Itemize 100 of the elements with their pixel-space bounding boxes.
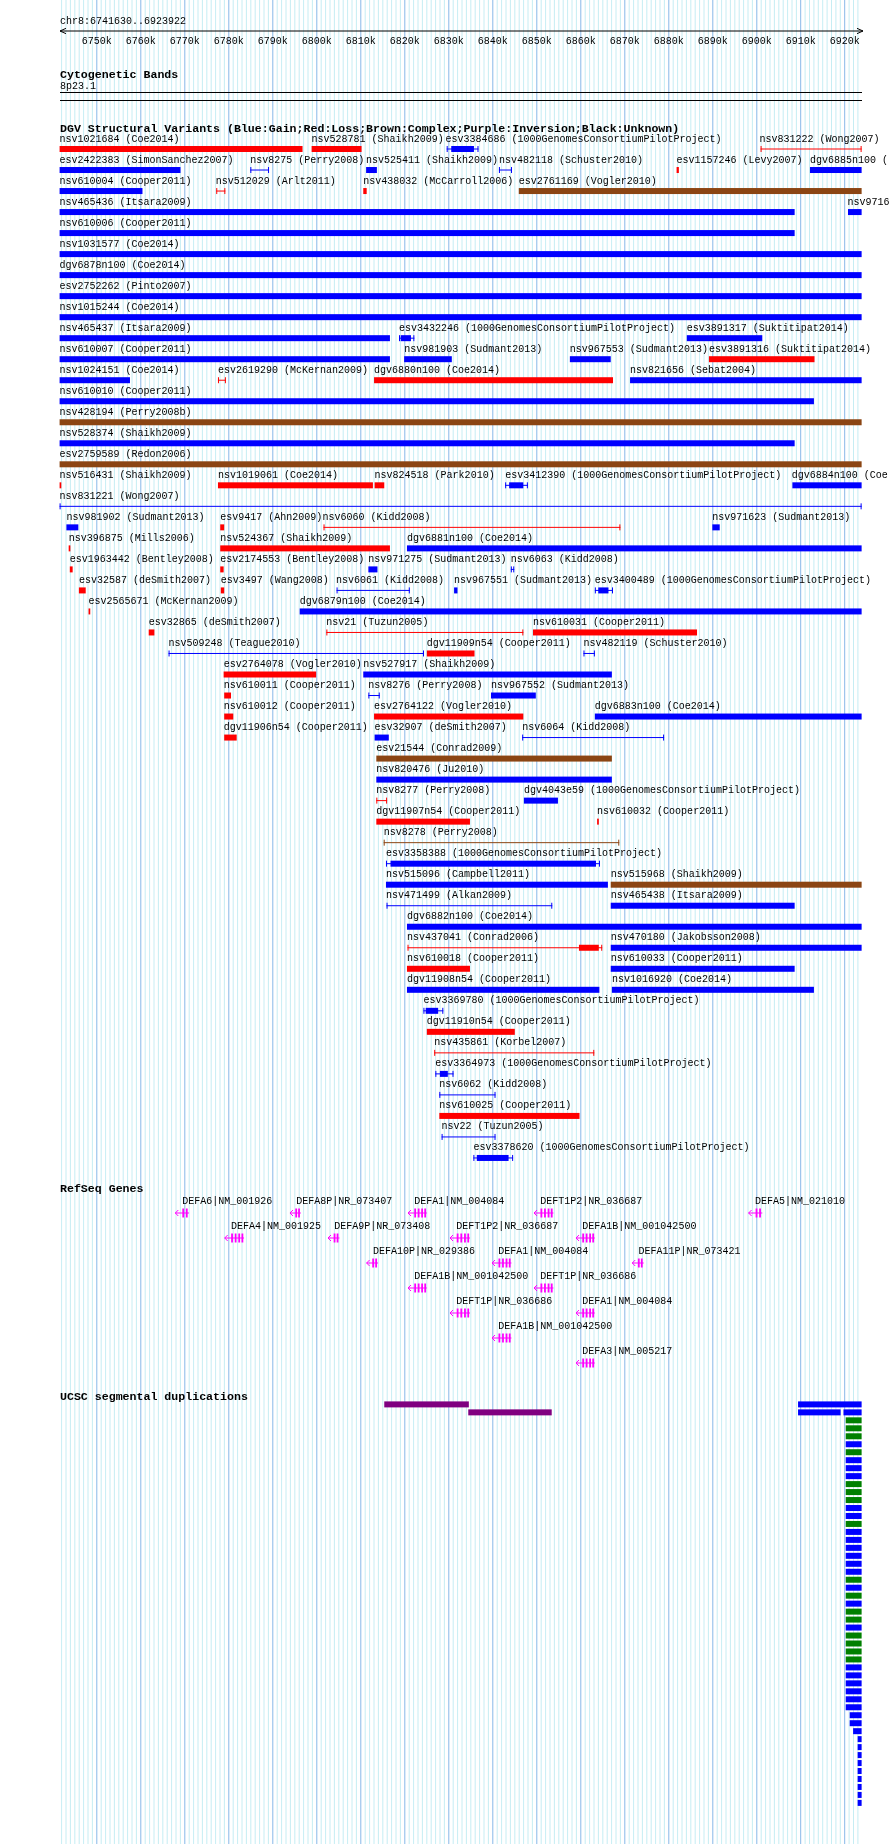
variant-label: nsv610004 (Cooper2011) (59, 175, 192, 187)
variant-label: nsv465436 (Itsara2009) (59, 196, 192, 208)
variant-label: nsv8278 (Perry2008) (383, 827, 498, 839)
variant-label: dgv11907n54 (Cooper2011) (376, 806, 521, 818)
gene-label: DEFT1P|NR_036686 (540, 1270, 637, 1282)
band-name: 8p23.1 (60, 80, 96, 92)
variant-label: nsv610012 (Cooper2011) (223, 701, 356, 713)
gene-label: DEFA8P|NR_073407 (296, 1195, 393, 1207)
variant-label: nsv9716 (847, 196, 890, 208)
variant-label: esv3432246 (1000GenomesConsortiumPilotProject) (399, 322, 676, 334)
ruler-tick-label: 6890k (697, 35, 728, 47)
ruler-tick-label: 6810k (345, 35, 376, 47)
variant-label: esv2764078 (Vogler2010) (223, 659, 362, 670)
variant-label: esv1963442 (Bentley2008) (69, 553, 214, 565)
variant-label: nsv8275 (Perry2008) (250, 154, 365, 166)
variant-label: esv3358388 (1000GenomesConsortiumPilotProject) (385, 848, 662, 860)
variant-label: nsv8277 (Perry2008) (376, 785, 491, 797)
variant-label: esv3378620 (1000GenomesConsortiumPilotProject) (473, 1142, 750, 1154)
variant-label: nsv516431 (Shaikh2009) (59, 469, 192, 481)
variant-label: esv1157246 (Levy2007) (676, 154, 803, 166)
variant-label: esv3384686 (1000GenomesConsortiumPilotProject) (445, 133, 722, 145)
variant-label: esv3497 (Wang2008) (220, 574, 329, 586)
variant-label: dgv6882n100 (Coe2014) (406, 911, 533, 923)
gene-label: DEFT1P2|NR_036687 (456, 1220, 559, 1232)
variant-label: esv3400489 (1000GenomesConsortiumPilotProject) (594, 574, 871, 586)
variant-label: nsv820476 (Ju2010) (376, 764, 485, 776)
variant-label: nsv471499 (Alkan2009) (385, 890, 512, 902)
variant-label: esv3364973 (1000GenomesConsortiumPilotProject) (435, 1058, 712, 1070)
gene-label: DEFA1|NM_004084 (414, 1195, 505, 1207)
variant-label: nsv971275 (Sudmant2013) (368, 553, 507, 565)
variant-label: esv2422383 (SimonSanchez2007) (59, 154, 234, 166)
variant-label: nsv967553 (Sudmant2013) (569, 343, 708, 355)
variant-label: nsv1019061 (Coe2014) (217, 469, 338, 481)
variant-label: dgv6881n100 (Coe2014) (406, 532, 533, 544)
variant-label: dgv4043e59 (1000GenomesConsortiumPilotProject) (523, 785, 800, 797)
variant-label: nsv610032 (Cooper2011) (597, 806, 730, 818)
variant-label: nsv428194 (Perry2008b) (59, 406, 192, 418)
variant-label: nsv21 (Tuzun2005) (326, 616, 429, 628)
gene-label: DEFA1B|NM_001042500 (414, 1270, 529, 1282)
ruler-tick-label: 6750k (81, 35, 112, 47)
variant-label: esv2174553 (Bentley2008) (220, 553, 365, 565)
variant-label: nsv8276 (Perry2008) (368, 680, 483, 691)
variant-label: dgv6879n100 (Coe2014) (299, 595, 426, 607)
variant-label: esv3369780 (1000GenomesConsortiumPilotProject) (423, 995, 700, 1007)
variant-label: esv32865 (deSmith2007) (148, 616, 281, 628)
variant-label: nsv610011 (Cooper2011) (223, 680, 356, 691)
variant-label: nsv1024151 (Coe2014) (59, 364, 180, 376)
variant-label: esv32907 (deSmith2007) (374, 722, 507, 734)
variant-label: dgv6883n100 (Coe2014) (594, 701, 721, 713)
ruler-tick-label: 6870k (609, 35, 640, 47)
variant-label: nsv6062 (Kidd2008) (439, 1079, 548, 1091)
gene-label: DEFA1|NM_004084 (498, 1245, 589, 1257)
variant-label: nsv437041 (Conrad2006) (406, 932, 539, 944)
variant-label: nsv435861 (Korbel2007) (434, 1037, 567, 1049)
variant-label: nsv525411 (Shaikh2009) (366, 154, 499, 166)
gene-label: DEFA1B|NM_001042500 (498, 1320, 613, 1332)
gene-label: DEFT1P2|NR_036687 (540, 1195, 643, 1207)
variant-label: dgv11910n54 (Cooper2011) (426, 1016, 571, 1028)
variant-label: nsv509248 (Teague2010) (168, 637, 301, 649)
variant-label: nsv515968 (Shaikh2009) (610, 869, 743, 881)
variant-label: nsv482118 (Schuster2010) (498, 154, 643, 166)
ruler-tick-label: 6900k (741, 35, 772, 47)
gene-label: DEFA3|NM_005217 (582, 1345, 673, 1357)
variant-label: nsv824518 (Park2010) (374, 469, 495, 481)
variant-label: esv2764122 (Vogler2010) (374, 701, 513, 713)
ruler-tick-label: 6820k (389, 35, 420, 47)
ruler-tick-label: 6830k (433, 35, 464, 47)
gene-label: DEFA11P|NR_073421 (638, 1245, 741, 1257)
coordinate-range-label: chr8:6741630..6923922 (60, 15, 187, 27)
variant-label: dgv6884n100 (Coe (791, 469, 888, 481)
variant-label: esv32587 (deSmith2007) (78, 574, 211, 586)
variant-label: nsv1016920 (Coe2014) (611, 974, 732, 986)
ruler-tick-label: 6880k (653, 35, 684, 47)
variant-label: nsv512029 (Arlt2011) (215, 175, 336, 187)
variant-label: nsv831222 (Wong2007) (759, 133, 880, 145)
variant-label: nsv465438 (Itsara2009) (610, 890, 743, 902)
gene-label: DEFA6|NM_001926 (182, 1195, 273, 1207)
ruler-tick-label: 6840k (477, 35, 508, 47)
variant-label: esv3891317 (Suktitipat2014) (686, 322, 849, 334)
gene-label: DEFA4|NM_001925 (231, 1220, 321, 1232)
variant-label: nsv528374 (Shaikh2009) (59, 427, 192, 439)
ruler-tick-label: 6780k (213, 35, 244, 47)
variant-label: nsv610007 (Cooper2011) (59, 343, 192, 355)
variant-label: esv2565671 (McKernan2009) (88, 595, 239, 607)
gene-label: DEFA10P|NR_029386 (372, 1245, 475, 1257)
variant-label: nsv527917 (Shaikh2009) (363, 659, 496, 670)
variant-label: nsv1015244 (Coe2014) (59, 301, 180, 313)
variant-label: dgv6878n100 (Coe2014) (59, 259, 186, 271)
variant-label: esv3412390 (1000GenomesConsortiumPilotProject) (505, 469, 782, 481)
ruler-tick-label: 6770k (169, 35, 200, 47)
variant-label: dgv11908n54 (Cooper2011) (406, 974, 551, 986)
variant-label: esv21544 (Conrad2009) (376, 743, 503, 755)
variant-label: dgv6880n100 (Coe2014) (374, 364, 501, 376)
variant-label: nsv6064 (Kidd2008) (522, 722, 631, 734)
gene-label: DEFT1P|NR_036686 (456, 1295, 553, 1307)
ruler-tick-label: 6800k (301, 35, 332, 47)
variant-label: nsv528781 (Shaikh2009) (311, 133, 444, 145)
ruler-tick-label: 6860k (565, 35, 596, 47)
variant-label: dgv6885n100 ( (809, 154, 888, 166)
variant-label: dgv11906n54 (Cooper2011) (223, 722, 368, 734)
